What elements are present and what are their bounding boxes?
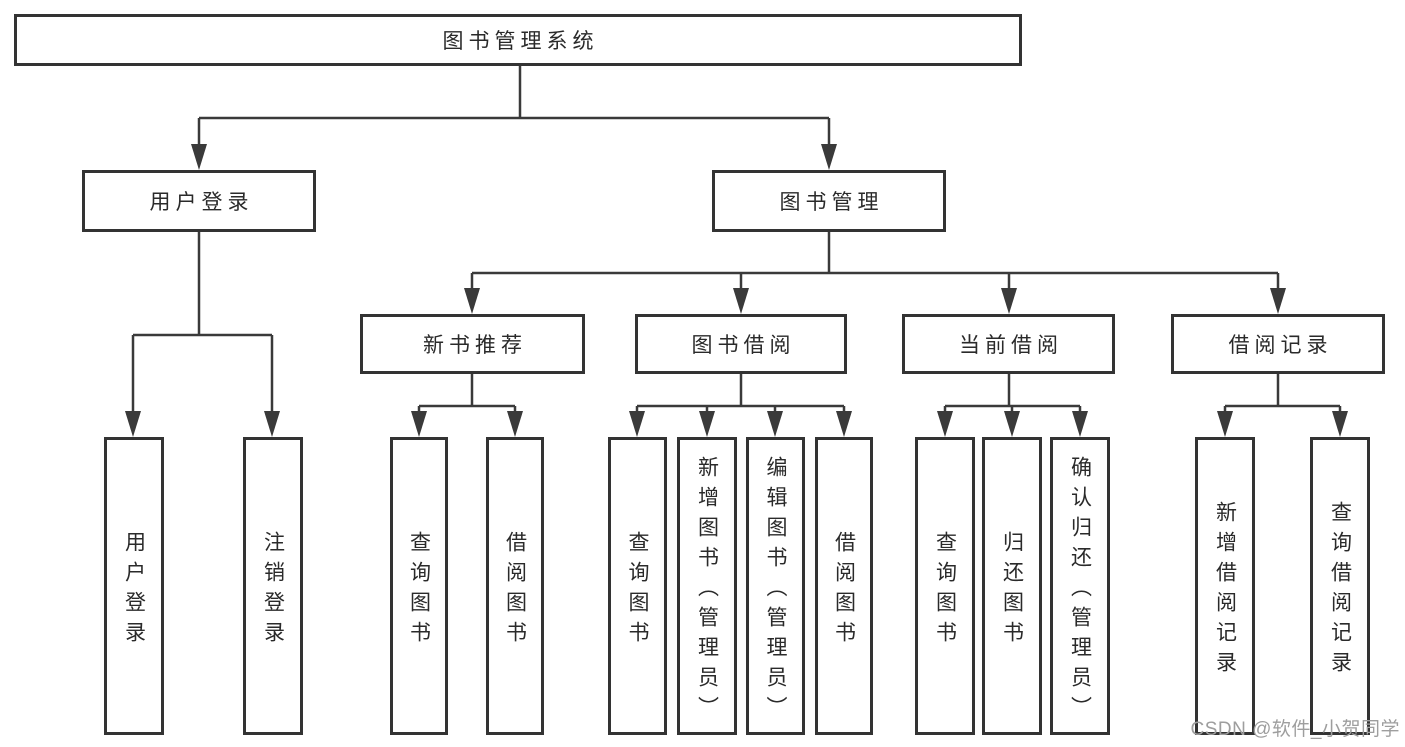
node-new-book-recommend: 新书推荐 <box>360 314 585 374</box>
node-borrow-records: 借阅记录 <box>1171 314 1385 374</box>
leaf-records-add-record: 新增借阅记录 <box>1195 437 1255 735</box>
connector-newbook-to-leaves <box>417 374 517 416</box>
connector-bookborrow-to-leaves <box>635 374 846 416</box>
leaf-current-return-books: 归还图书 <box>982 437 1042 735</box>
node-user-login: 用户登录 <box>82 170 316 232</box>
leaf-newbook-borrow-books: 借阅图书 <box>486 437 544 735</box>
node-library-system: 图书管理系统 <box>14 14 1022 66</box>
leaf-logout: 注销登录 <box>243 437 303 735</box>
leaf-current-confirm-return-admin: 确认归还（管理员） <box>1050 437 1110 735</box>
node-book-management: 图书管理 <box>712 170 946 232</box>
arrowheads <box>125 144 1348 437</box>
connector-currentborrow-to-leaves <box>943 374 1082 416</box>
connector-root-to-level2 <box>197 66 831 150</box>
leaf-borrow-add-books-admin: 新增图书（管理员） <box>677 437 737 735</box>
leaf-current-query-books: 查询图书 <box>915 437 975 735</box>
leaf-borrow-borrow-books: 借阅图书 <box>815 437 873 735</box>
leaf-borrow-edit-books-admin: 编辑图书（管理员） <box>746 437 805 735</box>
connector-userlogin-to-leaves <box>131 232 274 415</box>
csdn-watermark: CSDN @软件_小贺同学 <box>1190 719 1400 740</box>
connector-records-to-leaves <box>1223 374 1342 416</box>
node-book-borrow: 图书借阅 <box>635 314 847 374</box>
leaf-records-query-record: 查询借阅记录 <box>1310 437 1370 735</box>
leaf-user-login: 用户登录 <box>104 437 164 735</box>
connector-bookmgmt-to-level3 <box>470 232 1280 292</box>
node-current-borrow: 当前借阅 <box>902 314 1115 374</box>
leaf-borrow-query-books: 查询图书 <box>608 437 667 735</box>
leaf-newbook-query-books: 查询图书 <box>390 437 448 735</box>
